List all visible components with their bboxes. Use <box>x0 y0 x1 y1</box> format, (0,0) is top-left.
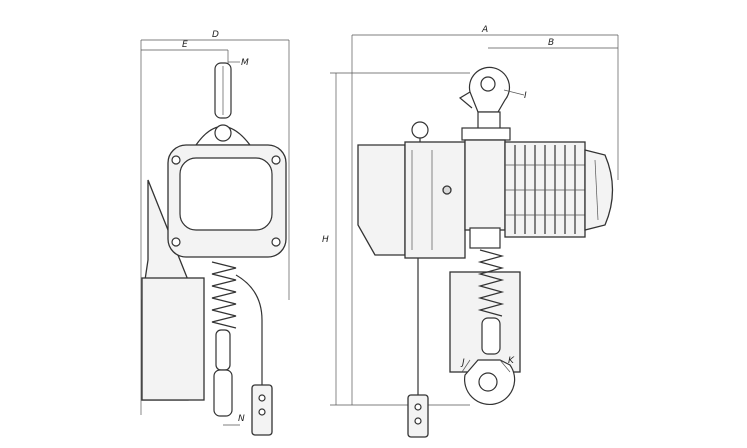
suspension-pin <box>214 124 232 142</box>
sprocket-housing <box>464 139 506 231</box>
bolt-icon <box>271 237 281 247</box>
cooling-fins <box>505 145 585 234</box>
dim-label-e: E <box>182 40 188 50</box>
dim-label-i: I <box>524 91 527 101</box>
dim-label-h: H <box>322 235 329 245</box>
pendant-control-side <box>407 394 429 438</box>
gearbox-housing <box>357 144 406 256</box>
dim-label-j: J <box>460 358 465 368</box>
lower-chain-link <box>215 329 231 371</box>
bottom-block <box>481 317 501 355</box>
bolt-icon <box>271 155 281 165</box>
motor-end-cap <box>584 149 614 231</box>
pendant-cable <box>235 274 263 385</box>
bottom-hook-front <box>213 369 233 417</box>
dim-label-k: K <box>508 356 515 366</box>
dim-label-a: A <box>481 25 488 35</box>
button-up-icon <box>414 403 422 411</box>
bolt-icon <box>171 237 181 247</box>
hook-latch <box>458 91 473 109</box>
dim-line-i <box>503 89 525 96</box>
central-housing <box>404 141 466 259</box>
dim-label-m: M <box>241 58 249 68</box>
button-down-icon <box>258 408 266 416</box>
dim-line-j <box>461 359 471 373</box>
dim-line-k <box>499 359 511 373</box>
lifting-eye-icon <box>411 121 429 139</box>
spring-side <box>477 249 505 317</box>
dim-label-n: N <box>238 414 245 424</box>
front-view: D E M N <box>140 30 290 436</box>
chain-bag <box>141 277 205 401</box>
body-panel <box>179 157 273 231</box>
bottom-hook-eye <box>478 372 498 392</box>
dim-label-b: B <box>548 38 554 48</box>
button-up-icon <box>258 394 266 402</box>
end-cap-rib <box>594 159 599 221</box>
indicator-icon <box>442 185 452 195</box>
hook-eye <box>480 76 496 92</box>
bolt-icon <box>171 155 181 165</box>
spring-front <box>211 261 237 329</box>
yoke-plate <box>461 127 511 141</box>
side-view: A B H I <box>322 25 619 438</box>
button-down-icon <box>414 417 422 425</box>
dim-label-d: D <box>212 30 219 40</box>
chain-guide <box>469 227 501 249</box>
